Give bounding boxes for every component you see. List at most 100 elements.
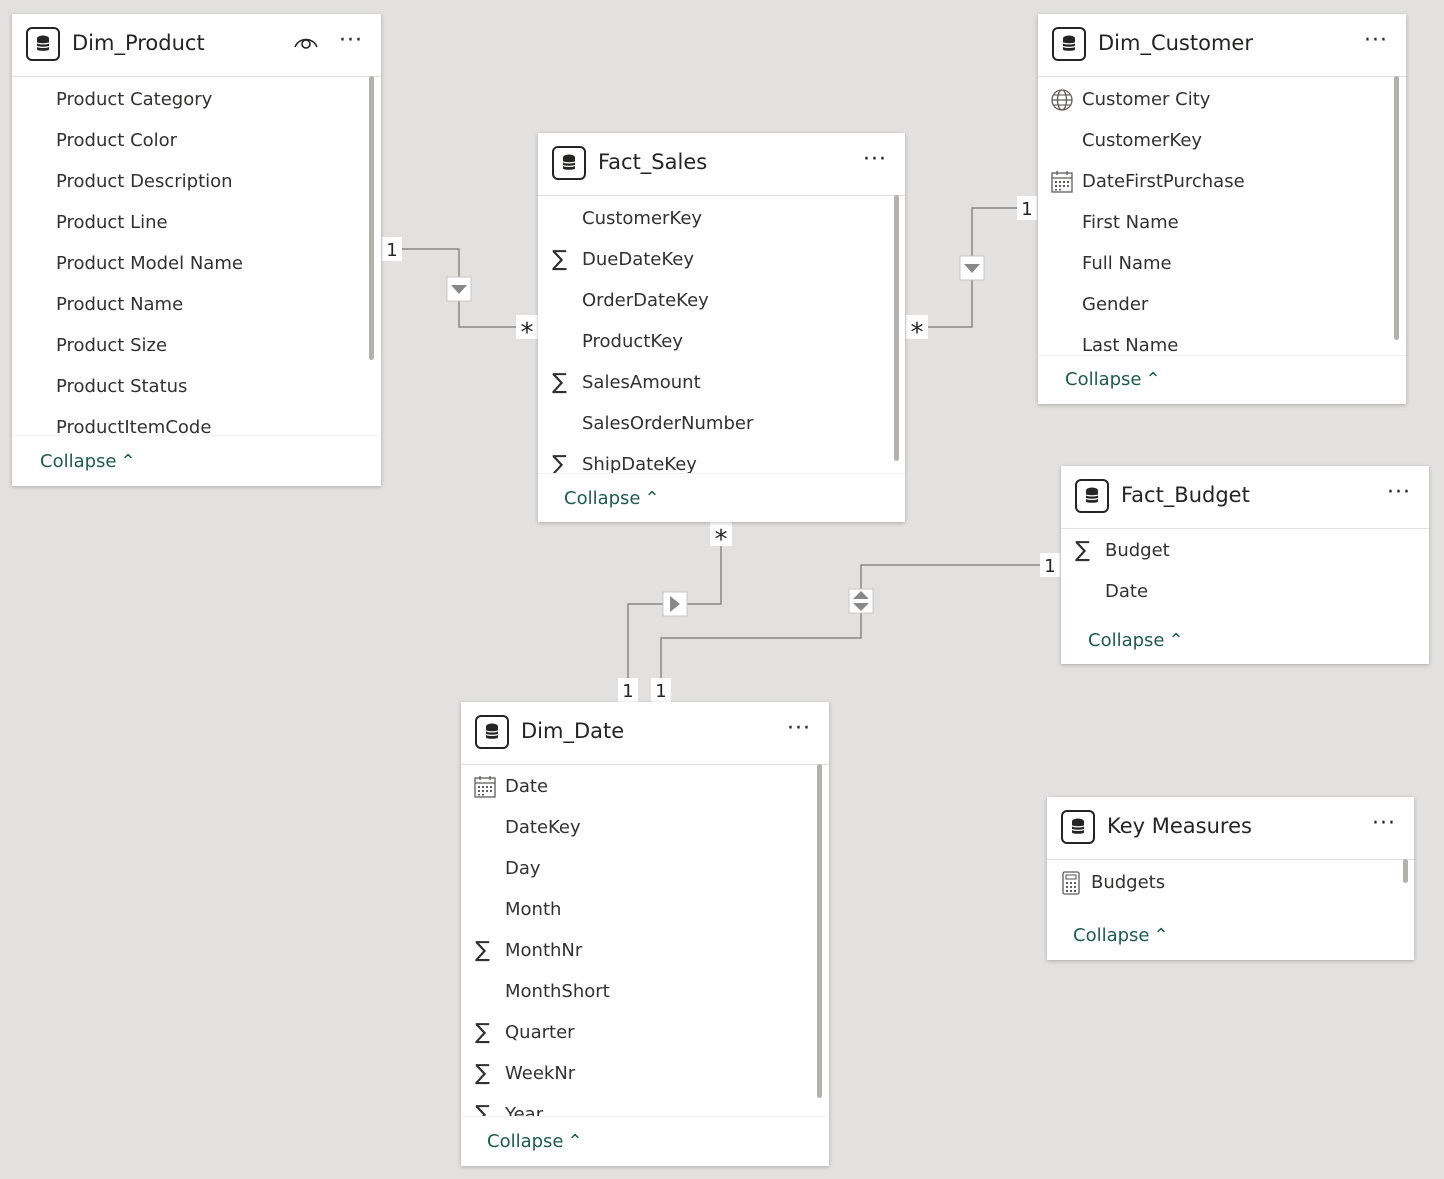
field-name: Product Description (56, 171, 233, 192)
field-row[interactable]: Product Line (12, 202, 367, 243)
field-name: DateFirstPurchase (1082, 171, 1245, 192)
field-row[interactable]: ∑Year (461, 1094, 815, 1116)
field-name: DateKey (505, 817, 581, 838)
scrollbar[interactable] (817, 764, 822, 1098)
table-header[interactable]: Dim_Product ··· (12, 14, 381, 77)
scrollbar[interactable] (1403, 859, 1408, 883)
direction-arrow-date-sales[interactable] (662, 591, 688, 617)
field-name: Last Name (1082, 335, 1179, 355)
field-row[interactable]: Product Category (12, 79, 367, 120)
more-options-icon[interactable]: ··· (1364, 28, 1388, 53)
collapse-button[interactable]: Collapse⌃ (40, 451, 136, 472)
table-title: Key Measures (1107, 814, 1252, 838)
field-name: Date (505, 776, 549, 797)
more-options-icon[interactable]: ··· (1372, 811, 1396, 836)
more-options-icon[interactable]: ··· (863, 147, 887, 172)
field-row[interactable]: Day (461, 848, 815, 889)
field-row[interactable]: ∑DueDateKey (538, 239, 891, 280)
table-card-key-measures[interactable]: Key Measures ··· Budgets Collapse⌃ (1047, 797, 1414, 960)
table-header[interactable]: Fact_Sales ··· (538, 133, 905, 196)
chevron-up-icon: ⌃ (120, 451, 136, 472)
field-row[interactable]: First Name (1038, 202, 1392, 243)
relationship-date-budget[interactable] (660, 564, 1040, 680)
table-header[interactable]: Dim_Customer ··· (1038, 14, 1406, 77)
field-row[interactable]: SalesOrderNumber (538, 403, 891, 444)
scrollbar[interactable] (1394, 76, 1399, 340)
direction-arrow-bidirectional[interactable] (848, 588, 874, 614)
field-name: Day (505, 858, 541, 879)
field-row[interactable]: Product Model Name (12, 243, 367, 284)
collapse-button[interactable]: Collapse⌃ (1073, 925, 1169, 946)
field-row[interactable]: ∑WeekNr (461, 1053, 815, 1094)
field-row[interactable]: ∑MonthNr (461, 930, 815, 971)
table-header[interactable]: Key Measures ··· (1047, 797, 1414, 860)
field-row[interactable]: Full Name (1038, 243, 1392, 284)
field-name: Date (1105, 581, 1149, 602)
table-title: Fact_Sales (598, 150, 708, 174)
more-options-icon[interactable]: ··· (339, 28, 363, 53)
table-icon (1061, 810, 1095, 844)
field-row[interactable]: OrderDateKey (538, 280, 891, 321)
more-options-icon[interactable]: ··· (1387, 480, 1411, 505)
collapse-button[interactable]: Collapse⌃ (564, 488, 660, 509)
more-options-icon[interactable]: ··· (787, 716, 811, 741)
table-title: Dim_Date (521, 719, 625, 743)
scrollbar[interactable] (894, 195, 899, 461)
collapse-button[interactable]: Collapse⌃ (1065, 369, 1161, 390)
field-row[interactable]: ∑Budget (1061, 530, 1415, 571)
table-header[interactable]: Fact_Budget ··· (1061, 466, 1429, 529)
field-list[interactable]: Budgets (1047, 862, 1400, 904)
field-row[interactable]: Gender (1038, 284, 1392, 325)
field-row[interactable]: Customer City (1038, 79, 1392, 120)
field-row[interactable]: Date (461, 766, 815, 807)
field-row[interactable]: Product Description (12, 161, 367, 202)
field-name: Budgets (1091, 872, 1166, 893)
field-name: Month (505, 899, 562, 920)
field-row[interactable]: Product Name (12, 284, 367, 325)
table-header[interactable]: Dim_Date ··· (461, 702, 829, 765)
field-name: ProductItemCode (56, 417, 212, 435)
field-row[interactable]: ProductKey (538, 321, 891, 362)
field-row[interactable]: Product Status (12, 366, 367, 407)
direction-arrow-product-sales[interactable] (446, 276, 472, 302)
field-row[interactable]: Product Size (12, 325, 367, 366)
collapse-button[interactable]: Collapse⌃ (487, 1131, 583, 1152)
field-name: Product Model Name (56, 253, 243, 274)
field-row[interactable]: Date (1061, 571, 1415, 612)
collapse-button[interactable]: Collapse⌃ (1088, 630, 1184, 651)
field-row[interactable]: Last Name (1038, 325, 1392, 355)
field-row[interactable]: MonthShort (461, 971, 815, 1012)
field-row[interactable]: Product Color (12, 120, 367, 161)
field-row[interactable]: DateKey (461, 807, 815, 848)
field-name: Product Size (56, 335, 168, 356)
field-row[interactable]: CustomerKey (1038, 120, 1392, 161)
field-row[interactable]: Budgets (1047, 862, 1400, 903)
direction-arrow-customer-sales[interactable] (959, 255, 985, 281)
field-row[interactable]: DateFirstPurchase (1038, 161, 1392, 202)
field-name: ShipDateKey (582, 454, 697, 473)
globe-icon (1050, 79, 1076, 120)
field-row[interactable]: ∑SalesAmount (538, 362, 891, 403)
field-row[interactable]: Month (461, 889, 815, 930)
field-row[interactable]: ∑ShipDateKey (538, 444, 891, 473)
scrollbar[interactable] (369, 76, 374, 360)
field-row[interactable]: ProductItemCode (12, 407, 367, 435)
field-name: Customer City (1082, 89, 1211, 110)
eye-icon[interactable] (293, 34, 319, 54)
table-icon (552, 146, 586, 180)
field-name: CustomerKey (582, 208, 703, 229)
field-row[interactable]: ∑Quarter (461, 1012, 815, 1053)
field-row[interactable]: CustomerKey (538, 198, 891, 239)
